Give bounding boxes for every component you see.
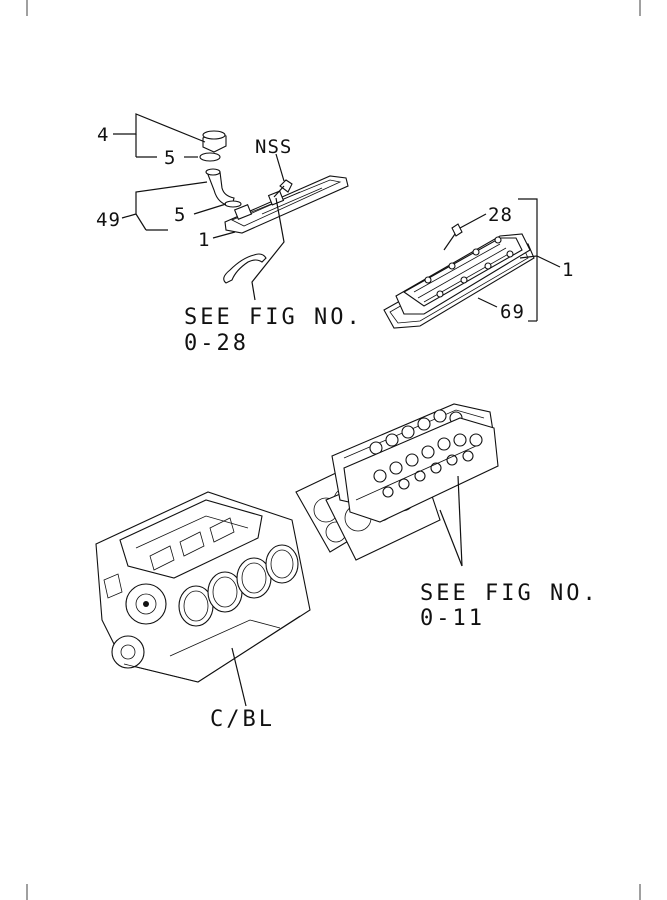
left-leader-lines [113,113,285,301]
callout-cap: 4 [97,124,109,146]
valve-cover-right [395,233,531,315]
pcv-hose [223,253,267,284]
callout-nss: NSS [255,136,292,158]
callout-o-ring-lower: 5 [174,204,186,226]
pcv-reference-figure: 0-28 [184,331,249,356]
pcv-reference-line: SEE FIG NO. [184,305,363,330]
heads-leader-lines [439,475,463,567]
reference-labels: SEE FIG NO. 0-28 SEE FIG NO. 0-11 [184,305,599,631]
crop-marks [26,0,641,900]
callout-block: C/BL [210,707,275,732]
right-leader-lines [459,198,561,322]
callout-o-ring-upper: 5 [164,147,176,169]
o-ring-lower [224,200,242,208]
valve-cover-bolt [443,223,463,251]
heads-reference-figure: 0-11 [420,606,485,631]
callout-cover-right: 1 [562,259,574,281]
cylinder-heads-group [295,403,499,567]
oil-filler-cap [202,130,227,153]
callout-bolt: 28 [488,204,513,226]
left-valve-cover-assembly [113,113,349,301]
callout-labels: 4 5 49 5 1 NSS 28 1 69 C/BL [96,124,574,732]
hose-elbow [205,168,235,207]
right-valve-cover-assembly [383,198,561,329]
valve-cover-left [224,175,349,234]
cylinder-head-front [343,417,499,523]
o-ring-upper [199,152,221,162]
callout-gasket: 69 [500,301,525,323]
cylinder-block [95,491,311,707]
callout-hose: 49 [96,209,121,231]
callout-cover-left: 1 [198,229,210,251]
nss-sensor [273,179,293,198]
heads-reference-line: SEE FIG NO. [420,581,599,606]
